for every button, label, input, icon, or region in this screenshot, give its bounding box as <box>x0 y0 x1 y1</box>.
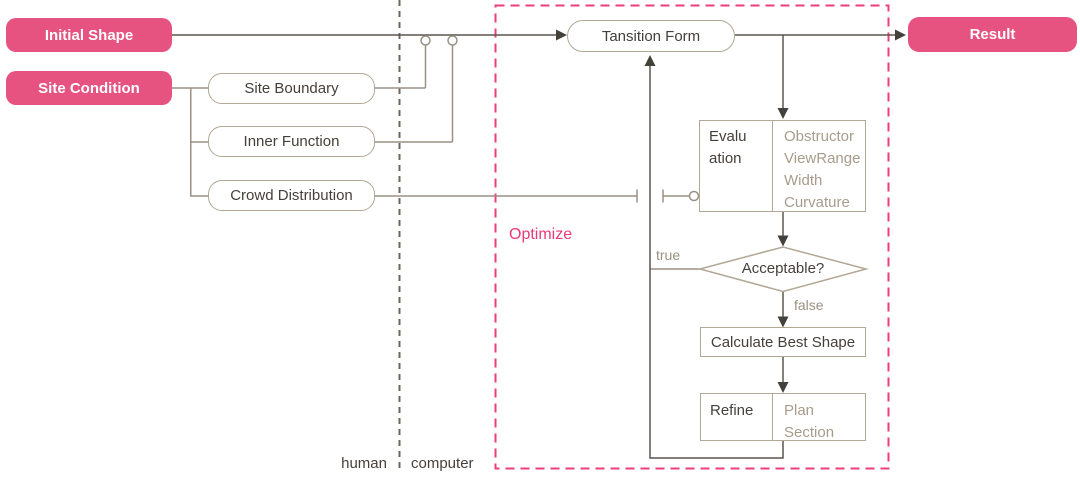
arrowhead-into-acceptable <box>777 235 789 247</box>
computer-side-label: computer <box>411 455 474 472</box>
evaluation-criterion: Width <box>784 172 823 189</box>
arrowhead-into-calculate <box>777 316 789 328</box>
node-result: Result <box>908 17 1077 52</box>
false-branch-label: false <box>794 297 824 313</box>
junction-circle-siteboundary <box>420 35 431 46</box>
node-site-condition: Site Condition <box>6 71 172 105</box>
node-transition-form: Tansition Form <box>567 20 735 52</box>
refine-outputs: Plan Section <box>773 394 865 441</box>
node-crowd-distribution: Crowd Distribution <box>208 180 375 211</box>
node-site-boundary: Site Boundary <box>208 73 375 104</box>
evaluation-label-line2: ation <box>709 150 742 167</box>
line-innerfunction-join <box>375 45 454 143</box>
arrowhead-loop-into-transition <box>644 55 656 66</box>
refine-output: Section <box>784 424 835 441</box>
evaluation-label: Evalu ation <box>700 121 773 211</box>
evaluation-criterion: Obstructor <box>784 128 855 145</box>
evaluation-criteria-list: Obstructor ViewRange Width Curvature <box>773 121 865 211</box>
main-flow-lines <box>172 34 896 459</box>
human-side-label: human <box>341 455 387 472</box>
true-branch-label: true <box>656 247 681 263</box>
node-acceptable-label: Acceptable? <box>741 260 825 277</box>
node-evaluation: Evalu ation Obstructor ViewRange Width C… <box>699 120 866 212</box>
arrowhead-into-transition <box>556 29 567 41</box>
arrowheads <box>556 29 906 393</box>
evaluation-criterion: Curvature <box>784 194 850 211</box>
line-crowd-to-break <box>375 189 638 203</box>
optimize-label: Optimize <box>509 226 573 243</box>
node-refine: Refine Plan Section <box>700 393 866 441</box>
node-initial-shape: Initial Shape <box>6 18 172 52</box>
junction-circle-innerfunction <box>447 35 458 46</box>
evaluation-criterion: ViewRange <box>784 150 861 167</box>
node-inner-function: Inner Function <box>208 126 375 157</box>
line-refine-loopback <box>649 64 784 459</box>
junction-circles <box>420 35 700 202</box>
junction-circle-crowd-evaluation <box>688 190 700 202</box>
refine-label: Refine <box>701 394 773 440</box>
evaluation-label-line1: Evalu <box>709 128 747 145</box>
optimize-region-dashed-border <box>494 4 890 470</box>
arrowhead-into-refine <box>777 382 789 393</box>
input-tree-lines <box>172 45 700 270</box>
acceptable-diamond-shape <box>697 246 869 293</box>
line-break-to-evaluation <box>662 189 690 203</box>
refine-output: Plan <box>784 402 815 419</box>
node-calculate-best-shape: Calculate Best Shape <box>700 327 866 357</box>
arrowhead-into-result <box>895 29 906 41</box>
arrowhead-into-evaluation <box>777 108 789 119</box>
line-siteboundary-join <box>375 45 427 89</box>
